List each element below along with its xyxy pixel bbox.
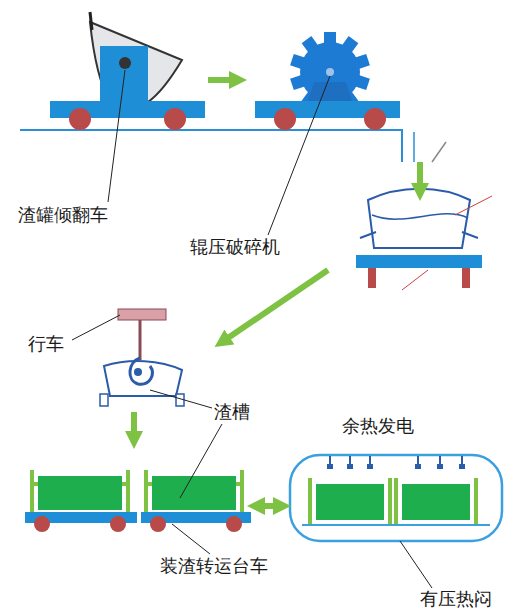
rail-line xyxy=(20,130,402,162)
flow-arrows xyxy=(134,80,420,506)
pressure-chamber xyxy=(290,455,502,541)
roller-crusher xyxy=(255,32,400,130)
slag-trough-station xyxy=(356,189,492,290)
chute-line xyxy=(432,142,446,162)
part-label: 余热发电 xyxy=(342,416,414,436)
crane-hook xyxy=(100,309,184,406)
chute-line xyxy=(413,132,415,162)
part-label: 辊压破碎机 xyxy=(190,237,280,257)
part-label: 有压热闷 xyxy=(420,589,492,609)
part-label: 行车 xyxy=(28,334,64,354)
part-label: 装渣转运台车 xyxy=(160,556,268,576)
transfer-carts xyxy=(25,470,251,532)
slag-pot-car xyxy=(50,12,205,130)
part-label: 渣槽 xyxy=(214,402,250,422)
part-label: 渣罐倾翻车 xyxy=(18,205,108,225)
leader-lines xyxy=(72,70,432,588)
